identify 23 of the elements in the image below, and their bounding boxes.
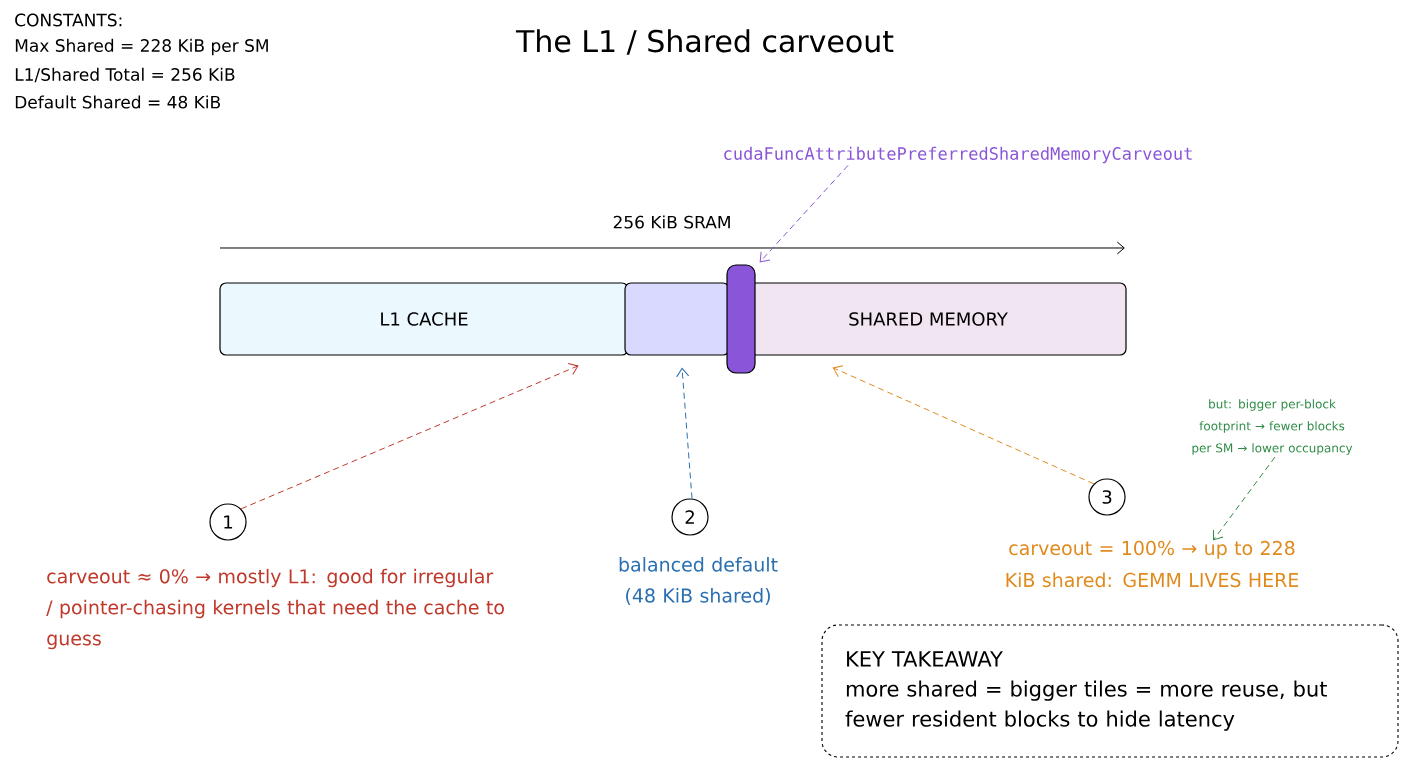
callout-number: 1 <box>209 503 247 541</box>
constant-line: CONSTANTS: <box>15 13 122 27</box>
takeaway-box: KEY TAKEAWAY more shared = bigger tiles = more reuse, but fewer resident blocks to hide latency <box>821 624 1399 758</box>
note-text: but: bigger per-block footprint → fewer blocks per SM → lower occupancy <box>1192 399 1353 455</box>
constant-line: Default Shared = 48 KiB <box>15 95 220 109</box>
annotation-text: balanced default (48 KiB shared) <box>619 557 778 605</box>
slider-handle <box>726 264 756 374</box>
arrow <box>1212 456 1276 541</box>
arrow <box>832 365 1095 485</box>
band-segment: L1 CACHE <box>219 282 629 356</box>
annotation-text: carveout = 100% → up to 228 KiB shared: GEMM LIVES HERE <box>1006 540 1299 588</box>
arrow <box>240 363 579 510</box>
title: The L1 / Shared carveout <box>515 29 894 55</box>
band-segment: SHARED MEMORY <box>729 282 1127 356</box>
constant-line: L1/Shared Total = 256 KiB <box>15 67 235 83</box>
callout-number: 2 <box>671 498 709 536</box>
arrow <box>676 367 693 499</box>
annotation-text: carveout ≈ 0% → mostly L1: good for irregular / pointer-chasing kernels that need the cache to guess <box>46 568 504 650</box>
callout-number: 3 <box>1088 478 1126 516</box>
code-label: cudaFuncAttributePreferredSharedMemoryCarveout <box>724 146 1192 164</box>
arrow <box>759 164 849 263</box>
axis-label: 256 KiB SRAM <box>610 213 734 231</box>
constant-line: Max Shared = 228 KiB per SM <box>15 38 268 56</box>
